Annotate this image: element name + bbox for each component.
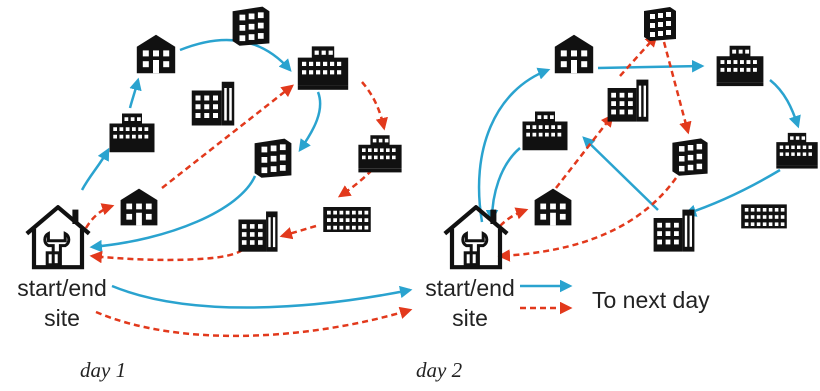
day1-blue-route [80, 147, 110, 191]
day2-routes [477, 34, 801, 262]
next-day-blue-arrow [111, 284, 413, 309]
building-icon [672, 138, 708, 176]
building-icon [120, 188, 158, 226]
legend-label: To next day [592, 287, 710, 313]
day2-blue-route [582, 136, 659, 211]
day2-caption: day 2 [416, 358, 463, 382]
building-icon [776, 132, 818, 169]
building-icon [254, 138, 292, 178]
building-icon [136, 34, 176, 74]
building-icon [232, 6, 270, 46]
day1-red-route [361, 81, 388, 131]
building-icon [297, 46, 349, 90]
day2-blue-route [683, 168, 781, 217]
day1-red-route [161, 84, 294, 189]
day2-red-route [499, 207, 529, 227]
day1-blue-route [298, 91, 322, 153]
depot-label-line2: site [452, 305, 488, 331]
building-icon [534, 188, 572, 226]
depot-house-wrench-icon [445, 207, 507, 267]
building-icon [741, 204, 787, 229]
day2-red-route [555, 114, 614, 189]
next-day-red-arrow [95, 306, 413, 338]
building-icon [716, 45, 764, 87]
day1-red-route [84, 203, 115, 229]
day1-blue-route [128, 77, 142, 109]
day2-red-route [662, 41, 692, 135]
day2-blue-route [477, 67, 551, 223]
depot-label-line1: start/end [425, 275, 515, 301]
day1-red-route [89, 248, 243, 264]
day2-blue-route [597, 59, 705, 73]
depot-label-day1: start/end site [2, 276, 122, 330]
building-icon [238, 211, 278, 252]
building-icon [554, 34, 594, 74]
depot-label-day2: start/end site [410, 276, 530, 330]
building-icon [522, 111, 568, 151]
day2-blue-route [485, 147, 521, 223]
depot-house-wrench-icon [27, 207, 89, 267]
building-icon [323, 207, 371, 232]
day1-red-route [279, 224, 317, 240]
depot-label-line2: site [44, 305, 80, 331]
day2-red-route [619, 34, 658, 77]
depot-label-line1: start/end [17, 275, 107, 301]
building-icon [191, 81, 235, 126]
day2-blue-route [769, 79, 801, 129]
building-icon [607, 79, 649, 122]
day1-blue-route [89, 175, 257, 253]
day1-caption: day 1 [80, 358, 127, 382]
building-icon [644, 7, 676, 41]
day1-blue-route [179, 38, 292, 72]
day1-red-route [337, 169, 373, 198]
day2-red-route [497, 177, 678, 262]
building-icon [109, 113, 155, 153]
building-icon [653, 209, 695, 252]
building-icon [358, 135, 402, 173]
